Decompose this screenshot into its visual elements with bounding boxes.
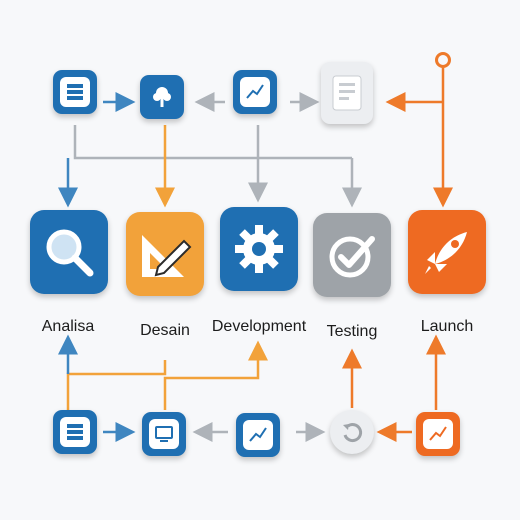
rocket-icon [425, 232, 467, 274]
checkmark-icon [329, 236, 375, 278]
refresh-icon [343, 423, 363, 442]
document-icon [332, 75, 362, 111]
chart-icon [243, 420, 273, 450]
refresh-tile-bottom[interactable] [330, 410, 374, 454]
development-tile[interactable] [220, 207, 298, 291]
pencil-ruler-icon [142, 235, 192, 277]
chart-tile-bottom-launch[interactable] [416, 412, 460, 456]
server-icon [60, 77, 90, 107]
chart-icon [423, 419, 453, 449]
analisa-tile[interactable] [30, 210, 108, 294]
chart-tile-bottom[interactable] [236, 413, 280, 457]
document-tile-top[interactable] [321, 62, 373, 124]
stage-label-testing: Testing [326, 323, 378, 340]
start-dot [435, 52, 451, 68]
monitor-icon [149, 419, 179, 449]
server-tile-top[interactable] [53, 70, 97, 114]
stage-label-analisa: Analisa [41, 318, 95, 335]
gear-icon [235, 225, 283, 273]
tree-tile-top[interactable] [140, 75, 184, 119]
stage-label-desain: Desain [140, 322, 190, 339]
launch-tile[interactable] [408, 210, 486, 294]
stage-label-launch: Launch [420, 318, 474, 335]
server-icon [60, 417, 90, 447]
monitor-tile-bottom[interactable] [142, 412, 186, 456]
stage-label-development: Development [211, 318, 307, 335]
tree-icon [153, 87, 171, 107]
testing-tile[interactable] [313, 213, 391, 297]
desain-tile[interactable] [126, 212, 204, 296]
magnifier-icon [46, 229, 94, 277]
chart-tile-top[interactable] [233, 70, 277, 114]
server-tile-bottom[interactable] [53, 410, 97, 454]
chart-icon [240, 77, 270, 107]
